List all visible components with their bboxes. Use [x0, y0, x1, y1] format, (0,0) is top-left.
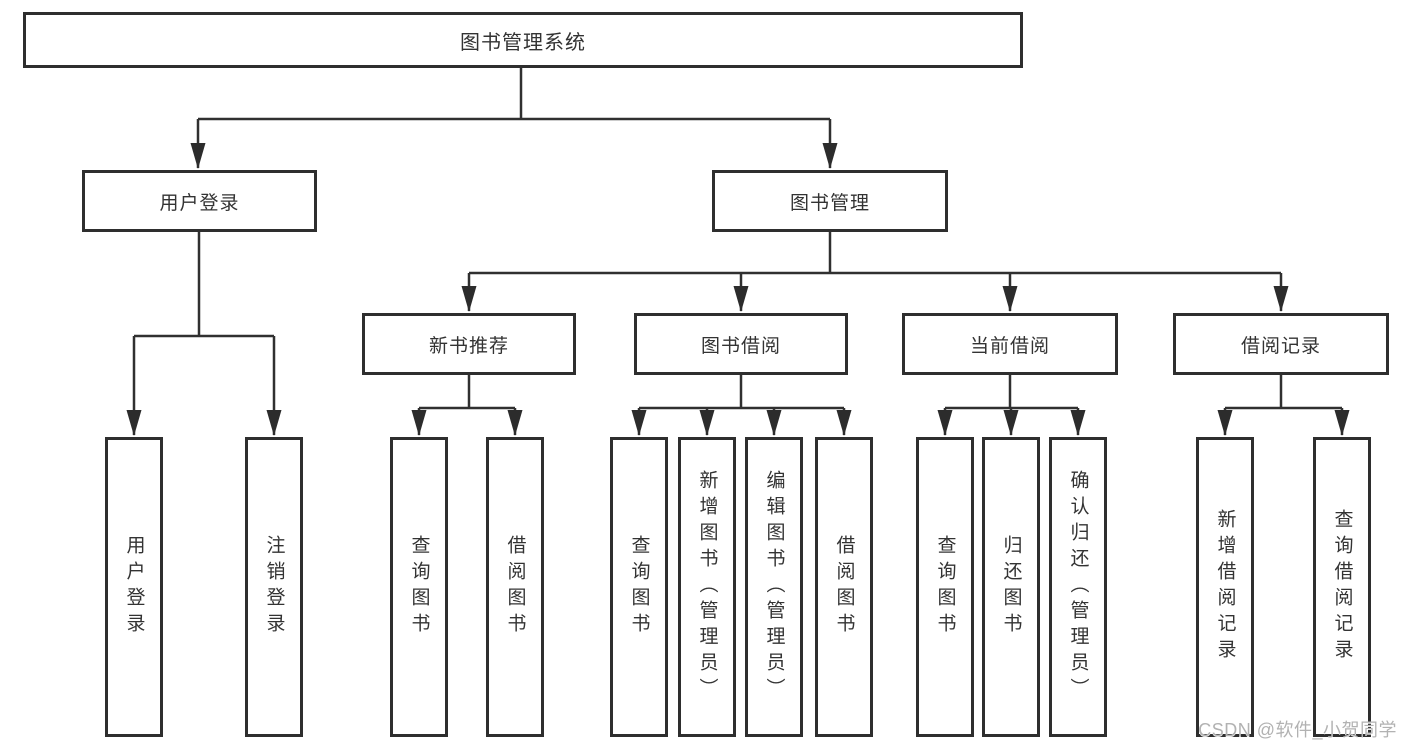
node-label: 查询图书 — [408, 535, 430, 639]
node-label: 注销登录 — [263, 535, 285, 639]
arrow-down-icon — [126, 410, 142, 436]
node-book-management: 图书管理 — [712, 170, 948, 232]
node-label: 新书推荐 — [428, 335, 509, 357]
node-library-system: 图书管理系统 — [23, 12, 1023, 68]
node-book-borrowing: 图书借阅 — [634, 313, 848, 375]
arrow-down-icon — [190, 143, 206, 169]
leaf-query-books-borrowing: 查询图书 — [610, 437, 668, 737]
arrow-down-icon — [1273, 286, 1289, 312]
arrow-down-icon — [937, 410, 953, 436]
node-label: 确认归还（管理员） — [1067, 470, 1089, 704]
csdn-watermark: CSDN @软件_小贺同学 — [1198, 720, 1397, 740]
node-label: 查询图书 — [934, 535, 956, 639]
arrow-down-icon — [699, 410, 715, 436]
leaf-query-borrow-record: 查询借阅记录 — [1313, 437, 1371, 737]
node-label: 查询图书 — [628, 535, 650, 639]
leaf-borrow-books-borrowing: 借阅图书 — [815, 437, 873, 737]
node-label: 借阅记录 — [1240, 335, 1321, 357]
arrow-down-icon — [411, 410, 427, 436]
arrow-down-icon — [461, 286, 477, 312]
arrow-down-icon — [822, 143, 838, 169]
leaf-query-books-current: 查询图书 — [916, 437, 974, 737]
node-label: 用户登录 — [159, 192, 240, 214]
arrow-down-icon — [1334, 410, 1350, 436]
leaf-return-books: 归还图书 — [982, 437, 1040, 737]
arrow-down-icon — [1070, 410, 1086, 436]
node-borrowing-records: 借阅记录 — [1173, 313, 1389, 375]
arrow-down-icon — [766, 410, 782, 436]
node-new-book-recommend: 新书推荐 — [362, 313, 576, 375]
node-label: 图书借阅 — [700, 335, 781, 357]
arrow-down-icon — [1002, 286, 1018, 312]
node-label: 查询借阅记录 — [1331, 509, 1353, 665]
leaf-add-books-admin: 新增图书（管理员） — [678, 437, 736, 737]
node-label: 图书管理系统 — [460, 31, 586, 54]
node-label: 归还图书 — [1000, 535, 1022, 639]
leaf-confirm-return-admin: 确认归还（管理员） — [1049, 437, 1107, 737]
arrow-down-icon — [266, 410, 282, 436]
node-label: 新增借阅记录 — [1214, 509, 1236, 665]
node-current-borrowing: 当前借阅 — [902, 313, 1118, 375]
leaf-edit-books-admin: 编辑图书（管理员） — [745, 437, 803, 737]
node-label: 借阅图书 — [504, 535, 526, 639]
node-label: 新增图书（管理员） — [696, 470, 718, 704]
arrow-down-icon — [507, 410, 523, 436]
node-label: 编辑图书（管理员） — [763, 470, 785, 704]
arrow-down-icon — [1217, 410, 1233, 436]
leaf-user-login: 用户登录 — [105, 437, 163, 737]
arrow-down-icon — [1003, 410, 1019, 436]
node-label: 借阅图书 — [833, 535, 855, 639]
node-label: 当前借阅 — [969, 335, 1050, 357]
node-label: 图书管理 — [789, 192, 870, 214]
arrow-down-icon — [836, 410, 852, 436]
arrow-down-icon — [631, 410, 647, 436]
leaf-logout: 注销登录 — [245, 437, 303, 737]
leaf-borrow-books-recommend: 借阅图书 — [486, 437, 544, 737]
node-user-login: 用户登录 — [82, 170, 317, 232]
leaf-add-borrow-record: 新增借阅记录 — [1196, 437, 1254, 737]
node-label: 用户登录 — [123, 535, 145, 639]
leaf-query-books-recommend: 查询图书 — [390, 437, 448, 737]
arrow-down-icon — [733, 286, 749, 312]
